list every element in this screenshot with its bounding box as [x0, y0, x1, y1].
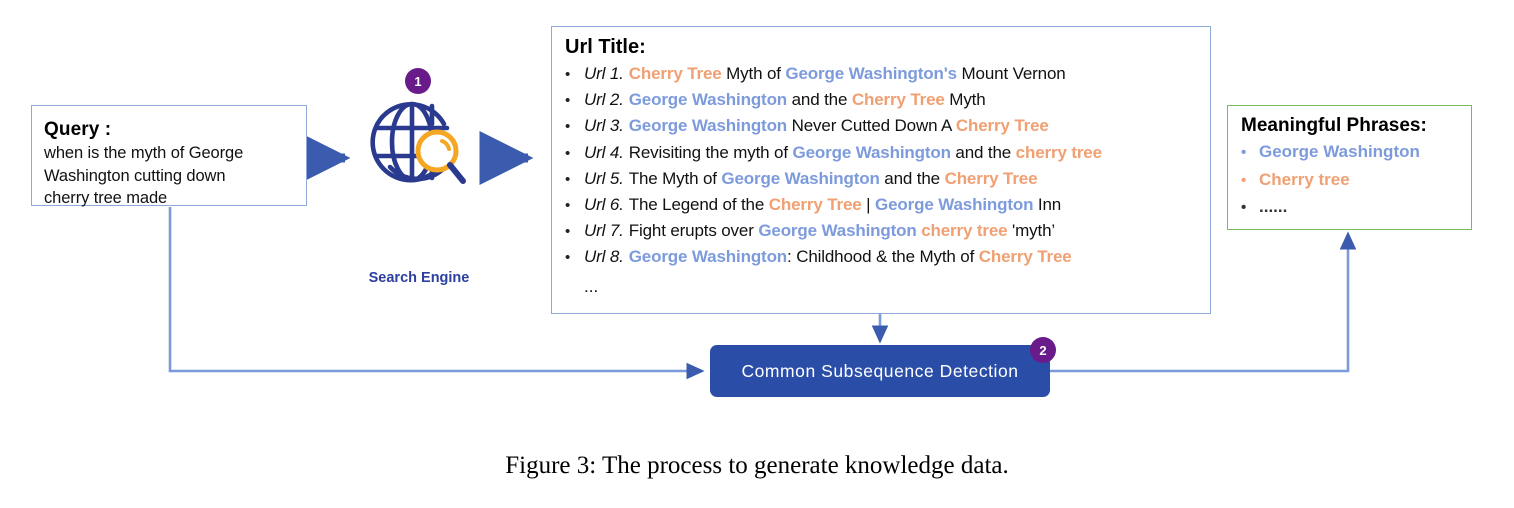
phrase-cherry-tree: Cherry Tree: [768, 194, 862, 214]
phrases-list: • George Washington • Cherry tree •......: [1241, 138, 1471, 221]
phrase-cherry-tree: cherry tree: [1015, 142, 1102, 162]
list-bullet: •: [565, 196, 571, 214]
url-title-text: The Myth of George Washington and the Ch…: [629, 166, 1038, 192]
url-index-label: Url 3.: [584, 116, 624, 136]
url-panel-heading: Url Title:: [565, 36, 646, 58]
phrase-text: ......: [1259, 197, 1288, 217]
plain-text: Never Cutted Down A: [787, 116, 956, 136]
list-bullet: •: [565, 170, 571, 188]
url-list-item: • Url 8.George Washington: Childhood & th…: [565, 244, 1210, 270]
phrase-text: George Washington: [1259, 142, 1420, 161]
list-bullet: •: [1241, 171, 1247, 189]
list-bullet: •: [1241, 199, 1247, 217]
url-index-label: Url 5.: [584, 168, 624, 188]
plain-text: and the: [879, 168, 945, 188]
plain-text: Myth: [944, 90, 986, 110]
figure-caption: Figure 3: The process to generate knowle…: [505, 452, 1009, 479]
plain-text: and the: [950, 142, 1016, 162]
phrase-george-washington: George Washington: [721, 168, 880, 188]
phrase-george-washington: George Washington: [792, 142, 951, 162]
url-list-item: •Url 1.Cherry Tree Myth of George Washin…: [565, 61, 1210, 87]
url-index-label: Url 4.: [584, 142, 624, 162]
detection-label: Common Subsequence Detection: [741, 360, 1019, 381]
phrase-cherry-tree: Cherry Tree: [944, 168, 1038, 188]
phrases-panel-heading: Meaningful Phrases:: [1241, 115, 1427, 136]
plain-text: Fight erupts over: [628, 221, 759, 241]
url-list-item: • Url 3.George Washington Never Cutted Do…: [565, 113, 1210, 139]
url-index-label: Url 1.: [584, 64, 624, 83]
list-bullet: •: [565, 249, 571, 267]
list-bullet: •: [1241, 144, 1247, 161]
phrase-text: Cherry tree: [1259, 169, 1350, 189]
plain-text: and the: [787, 90, 852, 110]
list-bullet: •: [565, 92, 571, 110]
url-title-text: George Washington: Childhood & the Myth …: [629, 244, 1072, 270]
query-title: Query :: [44, 119, 112, 140]
plain-text: Mount Vernon: [956, 64, 1066, 83]
plain-text: Revisiting the myth of: [628, 142, 793, 162]
search-engine-node: Search Engine: [358, 62, 480, 286]
common-subsequence-detection-node[interactable]: Common Subsequence Detection: [710, 345, 1050, 397]
plain-text: The Legend of the: [628, 194, 769, 214]
phrase-cherry-tree: Cherry Tree: [628, 64, 722, 83]
query-line-2: Washington cutting down: [44, 166, 226, 185]
phrase-george-washington: George Washington: [628, 247, 788, 267]
url-title-text: Revisiting the myth of George Washington…: [629, 140, 1102, 166]
step-badge-1: 1: [405, 68, 431, 94]
url-title-panel: Url Title: •Url 1.Cherry Tree Myth of Ge…: [551, 26, 1211, 314]
list-bullet: •: [565, 144, 571, 162]
url-title-text: The Legend of the Cherry Tree | George W…: [628, 192, 1062, 218]
phrase-george-washington: George Washington: [628, 116, 788, 136]
phrase-cherry-tree: Cherry Tree: [955, 116, 1049, 136]
phrase-cherry-tree: Cherry Tree: [851, 90, 945, 110]
phrase-list-item: •......: [1241, 193, 1471, 221]
phrase-cherry-tree: cherry tree: [921, 221, 1008, 241]
plain-text: : Childhood & the Myth of: [787, 247, 979, 267]
url-list-item: • Url 4.Revisiting the myth of George Was…: [565, 140, 1210, 166]
list-bullet: •: [565, 118, 571, 136]
plain-text: Inn: [1033, 194, 1062, 214]
url-list-item: • Url 5.The Myth of George Washington and…: [565, 166, 1210, 192]
phrase-george-washington: George Washington: [628, 90, 788, 110]
url-title-text: George Washington Never Cutted Down A Ch…: [629, 113, 1049, 139]
meaningful-phrases-panel: Meaningful Phrases: • George Washington • C…: [1227, 105, 1472, 230]
phrase-list-item: • George Washington: [1241, 138, 1471, 166]
globe-magnifier-icon: [370, 94, 470, 192]
url-index-label: Url 6.: [584, 194, 624, 214]
phrase-george-washington: George Washington: [758, 221, 917, 241]
url-title-text: Fight erupts over George Washington cher…: [629, 218, 1055, 244]
plain-text: |: [861, 194, 876, 214]
plain-text: The Myth of: [628, 168, 722, 188]
phrase-george-washington: George Washington's: [785, 64, 957, 83]
phrase-list-item: • Cherry tree: [1241, 166, 1471, 194]
url-title-text: George Washington and the Cherry Tree My…: [629, 87, 986, 113]
url-list-item: • Url 2.George Washington and the Cherry …: [565, 87, 1210, 113]
step-badge-2: 2: [1030, 337, 1056, 363]
url-list-item: • Url 7.Fight erupts over George Washingt…: [565, 218, 1210, 244]
query-box: Query : when is the myth of George Washi…: [31, 105, 307, 207]
plain-text: 'myth’: [1007, 221, 1056, 241]
url-list-ellipsis: ...: [584, 277, 599, 297]
list-bullet: •: [565, 66, 571, 83]
url-index-label: Url 7.: [584, 221, 624, 241]
url-list: •Url 1.Cherry Tree Myth of George Washin…: [565, 61, 1210, 270]
url-title-text: Cherry Tree Myth of George Washington's …: [629, 61, 1066, 87]
query-line-1: when is the myth of George: [44, 143, 244, 162]
phrase-george-washington: George Washington: [875, 194, 1034, 214]
url-index-label: Url 2.: [584, 90, 624, 110]
plain-text: Myth of: [721, 64, 786, 83]
query-line-3: cherry tree made: [44, 189, 168, 208]
list-bullet: •: [565, 223, 571, 241]
url-list-item: • Url 6.The Legend of the Cherry Tree | G…: [565, 192, 1210, 218]
url-index-label: Url 8.: [584, 247, 624, 267]
search-engine-label: Search Engine: [368, 270, 470, 286]
phrase-cherry-tree: Cherry Tree: [978, 247, 1072, 267]
